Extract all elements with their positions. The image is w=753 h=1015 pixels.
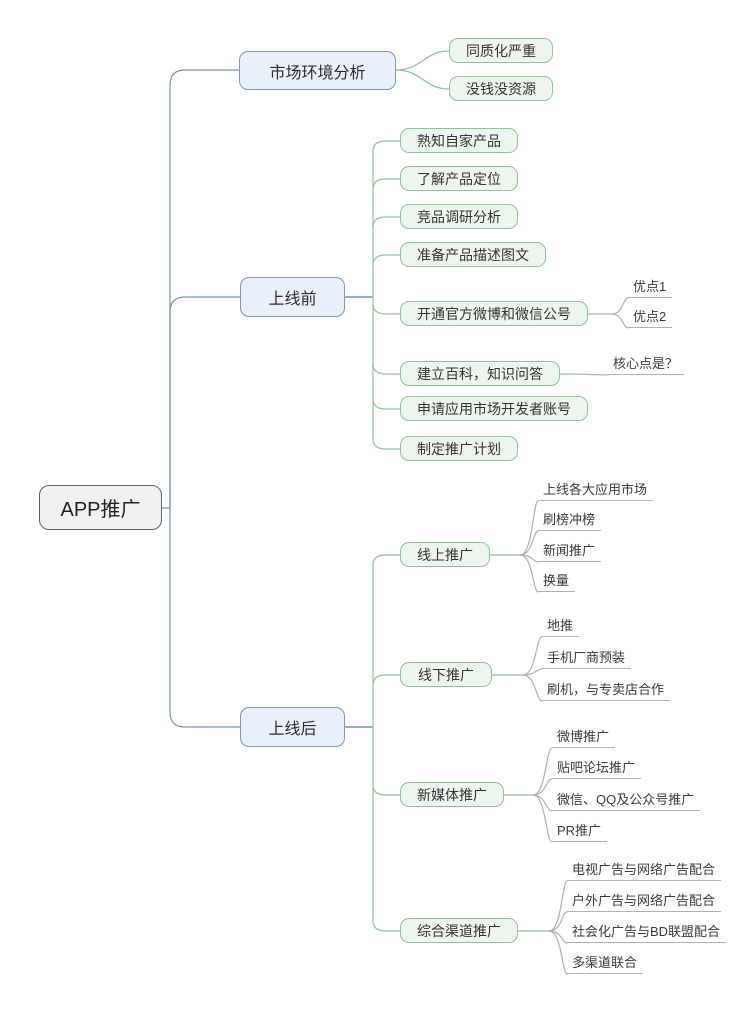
leaf-wechat-qq-promotion[interactable]: 微信、QQ及公众号推广 [552, 790, 701, 811]
leaf-traffic-exchange[interactable]: 换量 [538, 571, 576, 592]
node-product-description[interactable]: 准备产品描述图文 [400, 242, 546, 267]
leaf-tv-network-ads[interactable]: 电视广告与网络广告配合 [567, 860, 722, 881]
leaf-outdoor-network-ads[interactable]: 户外广告与网络广告配合 [567, 891, 722, 912]
leaf-core-point[interactable]: 核心点是？ [608, 354, 685, 375]
leaf-pr-promotion[interactable]: PR推广 [552, 821, 608, 842]
leaf-ground-promotion[interactable]: 地推 [542, 616, 580, 637]
leaf-oem-preinstall[interactable]: 手机厂商预装 [542, 648, 632, 669]
node-offline-promotion[interactable]: 线下推广 [400, 662, 492, 687]
node-homogenization[interactable]: 同质化严重 [449, 38, 553, 63]
leaf-multi-channel-union[interactable]: 多渠道联合 [567, 953, 644, 974]
leaf-weibo-promotion[interactable]: 微博推广 [552, 727, 616, 748]
branch-node-market-analysis[interactable]: 市场环境分析 [239, 51, 396, 90]
leaf-social-bd-alliance[interactable]: 社会化广告与BD联盟配合 [567, 922, 727, 943]
leaf-advantage-1[interactable]: 优点1 [628, 277, 673, 298]
node-new-media-promotion[interactable]: 新媒体推广 [400, 782, 504, 807]
node-baike-qa[interactable]: 建立百科，知识问答 [400, 361, 560, 386]
leaf-advantage-2[interactable]: 优点2 [628, 307, 673, 328]
leaf-app-stores-launch[interactable]: 上线各大应用市场 [538, 480, 654, 501]
leaf-ranking-boost[interactable]: 刷榜冲榜 [538, 510, 602, 531]
leaf-news-promotion[interactable]: 新闻推广 [538, 541, 602, 562]
node-know-own-product[interactable]: 熟知自家产品 [400, 128, 518, 153]
node-integrated-channel-promotion[interactable]: 综合渠道推广 [400, 918, 518, 943]
node-online-promotion[interactable]: 线上推广 [400, 542, 490, 567]
branch-node-pre-launch[interactable]: 上线前 [240, 277, 345, 317]
node-developer-account[interactable]: 申请应用市场开发者账号 [400, 396, 588, 421]
node-official-weibo-wechat[interactable]: 开通官方微博和微信公号 [400, 301, 588, 326]
branch-node-post-launch[interactable]: 上线后 [240, 707, 345, 747]
node-promotion-plan[interactable]: 制定推广计划 [400, 436, 518, 461]
root-node-app-promotion[interactable]: APP推广 [39, 485, 162, 530]
node-competitor-research[interactable]: 竞品调研分析 [400, 204, 518, 229]
leaf-flash-store-cooperation[interactable]: 刷机，与专卖店合作 [542, 680, 671, 701]
node-product-positioning[interactable]: 了解产品定位 [400, 166, 518, 191]
node-no-money-no-resources[interactable]: 没钱没资源 [449, 76, 553, 101]
leaf-tieba-forum-promotion[interactable]: 贴吧论坛推广 [552, 758, 642, 779]
